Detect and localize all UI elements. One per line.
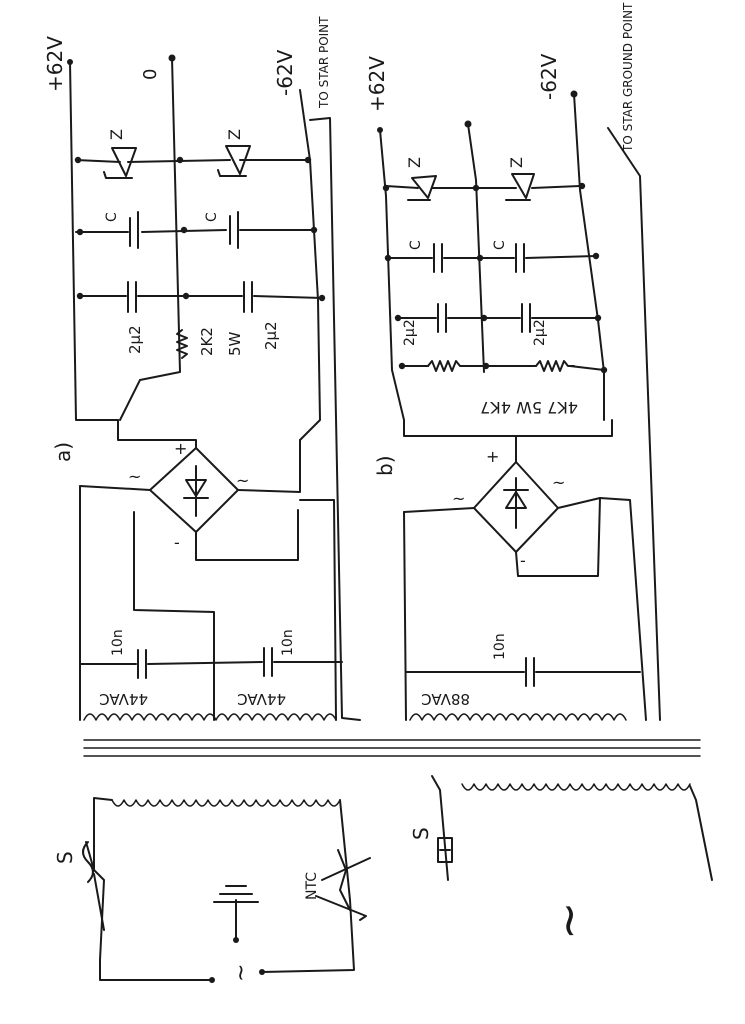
cap-b2 (515, 243, 525, 273)
label-mains-a: ~ (229, 964, 254, 982)
wire-a-10n-row (79, 661, 343, 665)
label-5w: 5W (226, 331, 244, 356)
label-a-minus: - (174, 533, 180, 552)
wire-a-star (309, 117, 361, 721)
ntc-a (315, 849, 371, 921)
cap-b4 (521, 303, 531, 333)
rail-b-zero (467, 123, 485, 373)
label-2u2-b1: 2µ2 (402, 319, 418, 346)
rail-a-plus62 (69, 61, 119, 421)
wire-a-right-ac (299, 499, 337, 721)
label-ntc: NTC (304, 872, 320, 900)
cap-a1 (129, 211, 139, 249)
label-b-minus62: -62V (537, 53, 561, 100)
label-b-star: TO STAR GROUND POINT (621, 2, 635, 153)
label-a-tag: a) (51, 442, 75, 462)
label-b-minus: - (520, 551, 526, 570)
label-44vac-1: 44VAC (99, 690, 148, 708)
resistor-b2 (535, 360, 575, 372)
label-b-plus62: +62V (365, 56, 389, 112)
label-z-a1: Z (107, 129, 126, 140)
cap-a2 (229, 211, 239, 249)
zener-a1 (103, 147, 137, 179)
circuit-b (377, 90, 661, 721)
label-4k7: 4K7 5W 4K7 (480, 398, 578, 417)
label-10n-a1: 10n (110, 629, 126, 656)
bridge-rectifier-b (403, 419, 613, 721)
label-2u2-b2: 2µ2 (532, 319, 548, 346)
resistor-a-2k2 (176, 329, 188, 359)
cap-b-10n (525, 657, 535, 687)
label-b-ac2: ~ (552, 473, 565, 492)
label-c-b1: C (408, 240, 424, 250)
wire-b-c-row (387, 255, 597, 259)
fuse-b (437, 837, 453, 863)
junctions-b (377, 90, 608, 374)
label-c-a2: C (204, 212, 220, 222)
cap-a-10n-1 (137, 649, 147, 679)
label-a-plus: + (174, 439, 187, 458)
coil-a-primary (111, 799, 341, 807)
zener-b1 (407, 175, 437, 201)
label-a-minus62: -62V (273, 49, 297, 96)
label-c-b2: C (492, 240, 508, 250)
label-z-b2: Z (507, 157, 526, 168)
cap-b3 (437, 303, 447, 333)
label-44vac-2: 44VAC (237, 690, 286, 708)
transformer-core (83, 739, 701, 757)
label-a-ac1: ~ (128, 467, 141, 486)
label-10n-b: 10n (492, 633, 508, 660)
wire-a-ct (133, 511, 215, 721)
wire-a-zener-row (75, 159, 311, 163)
wire-b-star (607, 127, 661, 721)
label-z-a2: Z (225, 129, 244, 140)
label-88vac: 88VAC (421, 690, 470, 708)
label-mains-b: ~ (541, 901, 595, 940)
label-a-star: TO STAR POINT (317, 16, 331, 109)
labels: +62V 0 -62V TO STAR POINT Z Z C C 2µ2 2K… (43, 2, 635, 982)
rail-a-zero (119, 57, 181, 421)
label-a-zero: 0 (140, 69, 161, 80)
label-switch-a: S (53, 851, 77, 864)
label-switch-b: S (409, 827, 433, 840)
label-b-plus: + (486, 447, 499, 466)
coil-b-primary (461, 783, 691, 791)
bridge-rectifier-a (79, 419, 301, 721)
cap-b1 (433, 243, 443, 273)
zener-b2 (505, 173, 535, 201)
coil-b-secondary (409, 713, 627, 721)
label-a-ac2: ~ (236, 471, 249, 490)
label-2u2-a2: 2µ2 (262, 321, 280, 350)
label-2u2-a1: 2µ2 (126, 325, 144, 354)
cap-a4 (243, 281, 253, 313)
rail-a-minus62 (299, 89, 321, 441)
cap-a3 (127, 281, 137, 313)
label-10n-a2: 10n (280, 629, 296, 656)
wire-b-right-ac (599, 497, 647, 721)
primary-a (82, 797, 371, 983)
label-2k2: 2K2 (198, 327, 216, 356)
primary-b (431, 775, 713, 881)
resistor-b1 (427, 360, 467, 372)
wire-a-c-row (75, 229, 315, 233)
label-b-ac1: ~ (452, 489, 465, 508)
zener-a2 (217, 145, 251, 177)
wire-b-zener-row (385, 185, 581, 189)
circuit-a (67, 54, 361, 721)
label-b-tag: b) (373, 456, 397, 477)
wire-a-2u2-row (79, 295, 323, 299)
rail-b-plus62 (379, 129, 405, 421)
label-z-b1: Z (405, 157, 424, 168)
switch-a (85, 841, 105, 931)
label-a-plus62: +62V (43, 36, 67, 92)
cap-a-10n-2 (263, 647, 273, 677)
fuse-a (82, 841, 94, 883)
coil-a-secondary (83, 713, 337, 721)
label-c-a1: C (104, 212, 120, 222)
earth-a (213, 885, 259, 941)
junctions-a (67, 54, 326, 302)
